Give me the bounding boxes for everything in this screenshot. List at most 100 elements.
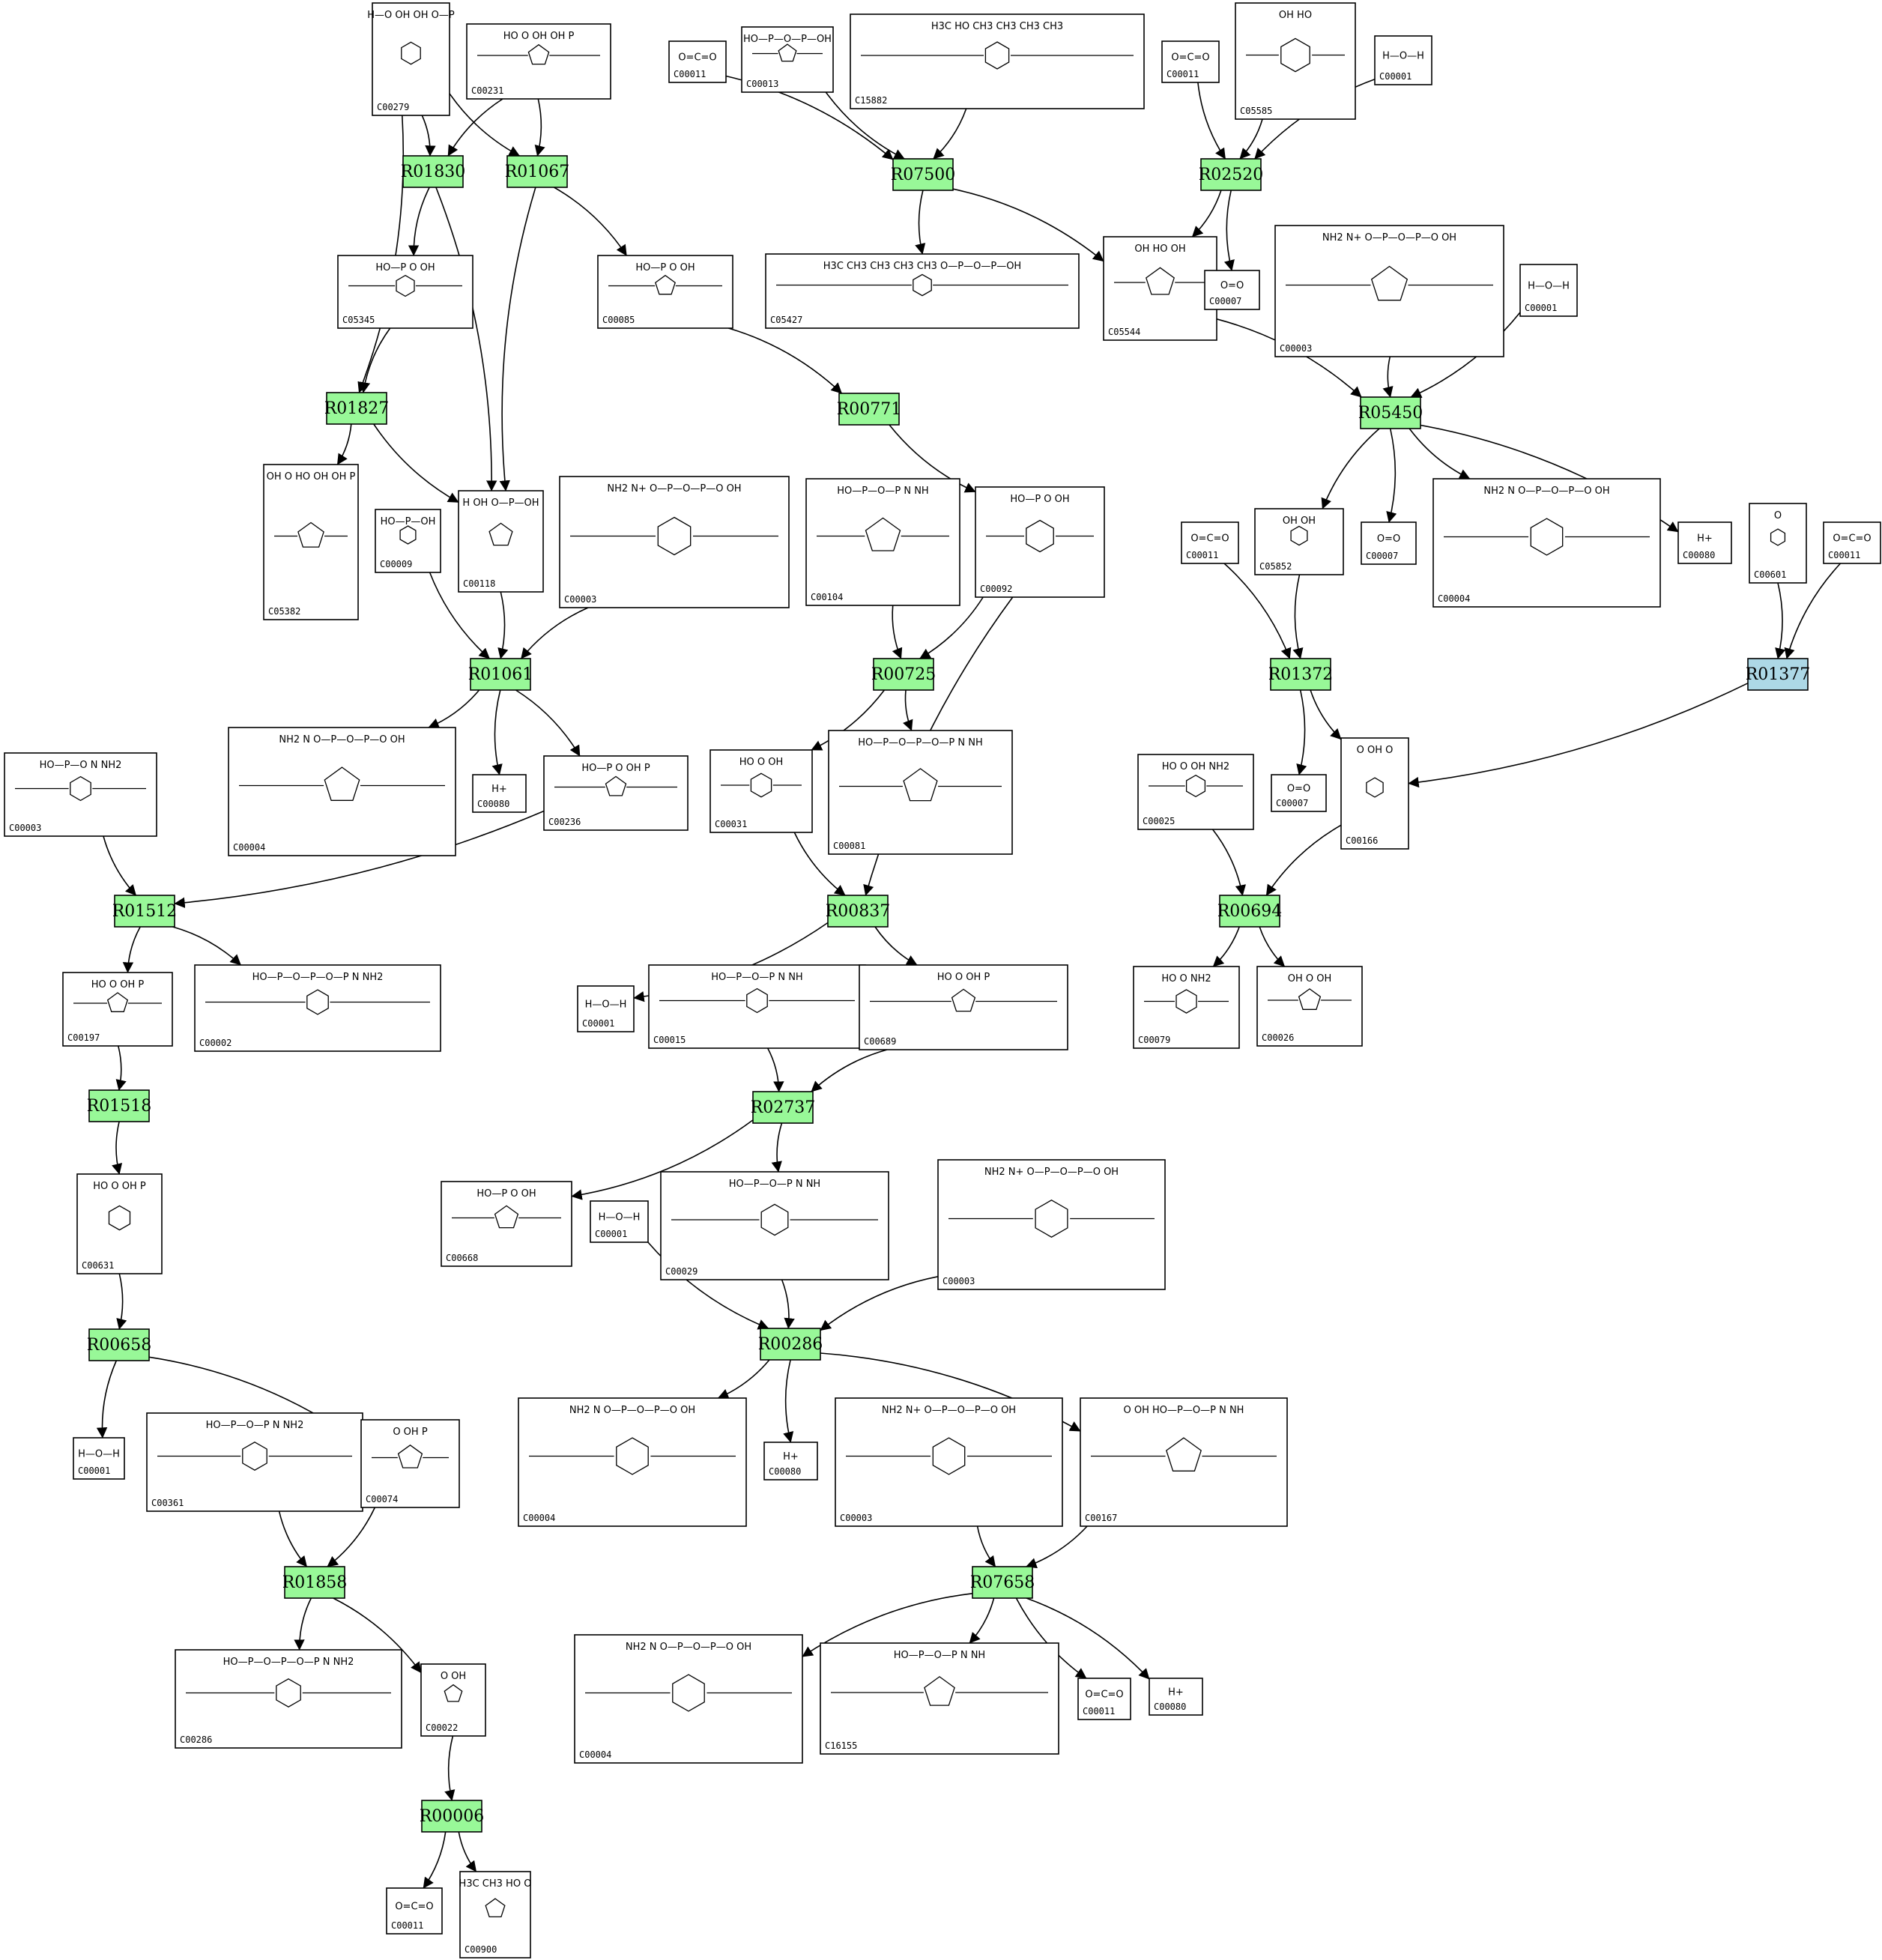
edge-R01827-c118 xyxy=(373,423,459,503)
reaction-node-R02737[interactable]: R02737 xyxy=(751,1091,816,1124)
compound-id: C00011 xyxy=(1186,550,1218,560)
compound-id: C00007 xyxy=(1209,296,1241,306)
reaction-node-R02520[interactable]: R02520 xyxy=(1199,158,1264,191)
reaction-node-R00725[interactable]: R00725 xyxy=(871,658,937,691)
edge-c166-R00694 xyxy=(1265,824,1342,896)
structure-label: H—O—H xyxy=(1382,51,1424,62)
reaction-box xyxy=(873,658,934,691)
reaction-node-R00694[interactable]: R00694 xyxy=(1217,895,1283,928)
compound-C00080[interactable]: H+C00080 xyxy=(763,1442,818,1480)
reaction-node-R01061[interactable]: R01061 xyxy=(468,658,533,691)
reaction-node-R05450[interactable]: R05450 xyxy=(1358,396,1423,429)
reaction-node-R01518[interactable]: R01518 xyxy=(87,1089,152,1122)
reaction-node-R00286[interactable]: R00286 xyxy=(758,1328,823,1361)
reaction-node-R01067[interactable]: R01067 xyxy=(505,155,570,188)
reaction-node-R07500[interactable]: R07500 xyxy=(891,158,956,191)
reaction-node-R00771[interactable]: R00771 xyxy=(837,393,902,426)
compound-box xyxy=(975,486,1105,598)
structure-sketch xyxy=(399,525,417,545)
reaction-box xyxy=(88,1328,150,1361)
edge-R01518-c631 xyxy=(112,1121,123,1175)
reaction-node-R01377[interactable]: R01377 xyxy=(1746,658,1811,691)
structure-sketch xyxy=(444,1684,463,1702)
reaction-node-R00837[interactable]: R00837 xyxy=(826,895,891,928)
reaction-node-R01858[interactable]: R01858 xyxy=(282,1566,348,1599)
reaction-node-R01827[interactable]: R01827 xyxy=(324,392,390,425)
reaction-node-R01512[interactable]: R01512 xyxy=(112,895,178,928)
compound-id: C00004 xyxy=(579,1749,611,1760)
reaction-node-R01830[interactable]: R01830 xyxy=(401,155,466,188)
reaction-node-R07658[interactable]: R07658 xyxy=(970,1566,1035,1599)
compound-box xyxy=(1677,521,1732,564)
compound-C00080[interactable]: H+C00080 xyxy=(1149,1678,1203,1716)
reaction-node-R00006[interactable]: R00006 xyxy=(420,1800,485,1833)
reaction-node-R01372[interactable]: R01372 xyxy=(1268,658,1334,691)
structure-label: HO—P—O—P N NH xyxy=(711,972,802,983)
structure-label: O OH HO—P—O—P N NH xyxy=(1124,1405,1244,1416)
compound-C00080[interactable]: H+C00080 xyxy=(472,774,527,813)
reaction-node-R00658[interactable]: R00658 xyxy=(87,1328,152,1361)
compound-C00080[interactable]: H+C00080 xyxy=(1677,521,1732,564)
